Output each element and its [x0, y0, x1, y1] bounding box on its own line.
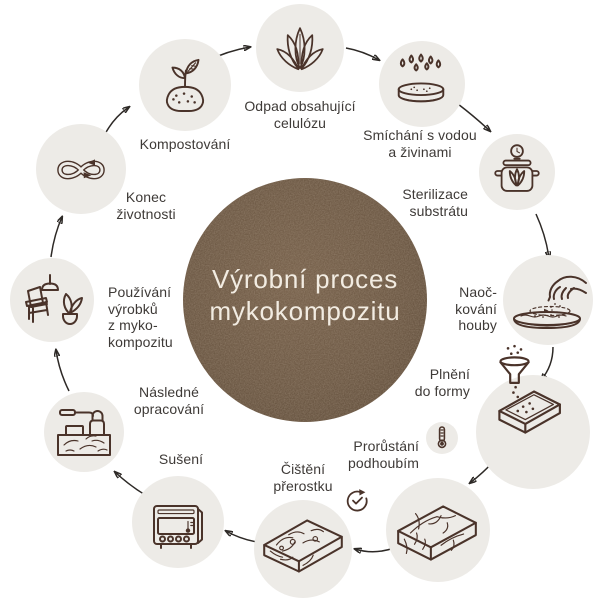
dish-water-drops-icon: [397, 53, 445, 103]
step-circle-sterilizace: [479, 134, 555, 210]
step-label-plneni: Plnění do formy: [414, 366, 470, 399]
step-label-cisteni: Čištění přerostku: [273, 461, 333, 494]
mycelium-brick-icon: [397, 505, 477, 561]
step-label-konec: Konec životnosti: [116, 189, 176, 222]
step-circle-pouzivani: [10, 258, 94, 342]
step-circle-prorustani: [386, 478, 490, 582]
arrow-sterilizace-to-naockovani: [535, 213, 549, 258]
step-label-nasledne: Následné opracování: [133, 384, 205, 417]
step-circle-plneni: [476, 375, 590, 489]
step-circle-suseni: [132, 476, 224, 568]
arrow-prorustani-to-cisteni: [355, 547, 395, 552]
arrow-cisteni-to-suseni: [226, 531, 258, 543]
step-label-sterilizace: Sterilizace substrátu: [402, 186, 468, 219]
step-label-pouzivani: Používání výrobků z myko- kompozitu: [108, 284, 173, 350]
furniture-icon: [25, 274, 83, 325]
arrow-smichani-to-sterilizace: [457, 103, 490, 131]
processing-machine-icon: [57, 409, 111, 456]
hand-inoculation-icon: [513, 275, 587, 329]
arrow-konec-to-kompost: [103, 107, 129, 137]
oven-icon: [153, 505, 203, 549]
step-label-prorustani: Prorůstání podhoubím: [348, 438, 419, 471]
infinity-recycle-icon: [57, 159, 105, 180]
step-label-suseni: Sušení: [158, 451, 204, 467]
step-label-kompost: Kompostování: [139, 136, 231, 152]
center-circle: [183, 178, 427, 422]
sterilization-pot-icon: [494, 144, 540, 192]
arrow-pouzivani-to-konec: [50, 217, 62, 258]
step-circle-cisteni: [254, 500, 352, 598]
step-label-smichani: Smíchání s vodou a živinami: [363, 127, 477, 160]
leaves-icon: [276, 27, 324, 71]
arrow-odpad-to-smichani: [345, 47, 379, 60]
arrow-nasledne-to-pouzivani: [56, 350, 70, 392]
step-label-odpad: Odpad obsahující celulózu: [244, 98, 356, 131]
clock-icon: [346, 489, 368, 512]
step-label-naockovani: Naoč- kování houby: [455, 284, 497, 334]
funnel-mold-icon: [498, 344, 561, 434]
clean-brick-icon: [263, 519, 343, 573]
thermometer-icon: [437, 426, 447, 449]
compost-sprout-icon: [165, 58, 205, 112]
diagram-title: Výrobní proces mykokompozitu: [209, 264, 401, 326]
